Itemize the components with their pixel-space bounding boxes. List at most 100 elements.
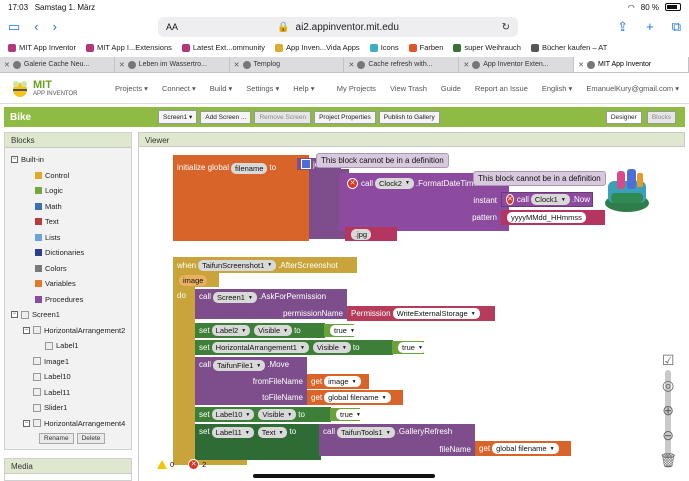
param-image[interactable]: image (179, 274, 208, 286)
get-filename-var[interactable]: global filename▼ (324, 392, 391, 403)
error-icon[interactable]: ✕ (347, 177, 358, 189)
blocks-button[interactable]: Blocks (646, 110, 676, 124)
sidebar-toggle-icon[interactable]: ▭ (8, 19, 21, 34)
when-event-block[interactable]: when TaifunScreenshot1▼ .AfterScreenshot (173, 257, 357, 273)
component-tree-item[interactable]: −Slider1 (11, 400, 131, 416)
rename-button[interactable]: Rename (39, 433, 74, 444)
right-menu-item[interactable]: My Projects (336, 84, 376, 93)
builtin-drawer-item[interactable]: Logic (11, 183, 131, 199)
builtin-drawer-item[interactable]: Colors (11, 261, 131, 277)
menu-item[interactable]: Settings ▾ (246, 84, 280, 93)
bookmark-item[interactable]: Farben (408, 43, 443, 52)
bookmark-item[interactable]: super Weihrauch (453, 43, 521, 52)
component-tree-item[interactable]: −HorizontalArrangement2 (11, 323, 131, 339)
pattern-text-block[interactable]: yyyyMMdd_HHmmss (501, 210, 605, 225)
workspace-scrollbar[interactable] (665, 370, 671, 458)
now-component[interactable]: Clock1▼ (530, 194, 570, 205)
right-menu-item[interactable]: EmanuelKury@gmail.com ▾ (586, 84, 679, 93)
blocks-workspace[interactable]: initialize global filename to join ✕ cal… (138, 147, 685, 481)
right-menu-item[interactable]: View Trash (389, 84, 427, 93)
component-tree-item[interactable]: −HorizontalArrangement4 (11, 416, 131, 432)
collapse-icon[interactable]: − (11, 311, 18, 319)
designer-button[interactable]: Designer (605, 110, 642, 124)
true-value-1[interactable]: true▼ (330, 325, 359, 336)
get-image-var[interactable]: image▼ (324, 376, 361, 387)
delete-button[interactable]: Delete (76, 433, 106, 444)
builtin-row[interactable]: − Built-in (11, 152, 131, 168)
publish-gallery-button[interactable]: Publish to Gallery (378, 110, 440, 124)
bookmark-item[interactable]: Icons (369, 43, 399, 52)
set-label11-text-block[interactable]: set Label11▼ Text▼ to (195, 424, 321, 460)
true-block-2[interactable]: true▼ (392, 341, 427, 354)
screen-select-button[interactable]: Screen1 ▾ (158, 110, 198, 124)
set4-property[interactable]: Text▼ (257, 427, 288, 438)
browser-tab[interactable]: ✕Leben im Wassertro... (115, 57, 230, 72)
set1-component[interactable]: Label2▼ (211, 325, 251, 336)
set4-component[interactable]: Label11▼ (211, 427, 254, 438)
share-icon[interactable]: ⇪ (617, 19, 629, 34)
component-tree-item[interactable]: −Image1 (11, 354, 131, 370)
menu-item[interactable]: Help ▾ (293, 84, 315, 93)
set2-property[interactable]: Visible▼ (312, 342, 351, 353)
zoom-in-icon[interactable]: ⊕ (662, 402, 674, 418)
get-filename-block[interactable]: get global filename▼ (307, 390, 403, 405)
format-datetime-block[interactable]: ✕ call Clock2▼ .FormatDateTime (343, 176, 509, 190)
true-block-1[interactable]: true▼ (324, 324, 359, 337)
builtin-drawer-item[interactable]: Math (11, 199, 131, 215)
jpg-text-block[interactable]: .jpg (345, 227, 397, 241)
component-tree-item[interactable]: −Label11 (11, 385, 131, 401)
reader-options-button[interactable]: AA (166, 22, 179, 32)
right-menu-item[interactable]: Guide (440, 84, 461, 93)
set3-component[interactable]: Label10▼ (211, 409, 255, 420)
menu-item[interactable]: Connect ▾ (161, 84, 196, 93)
ask-component[interactable]: Screen1▼ (213, 292, 257, 303)
global-name-field[interactable]: filename (231, 163, 268, 174)
backpack-icon[interactable] (601, 163, 653, 215)
app-inventor-logo[interactable]: MIT APP INVENTOR (10, 80, 105, 98)
browser-tab[interactable]: ✕Cache refresh with... (344, 57, 460, 72)
set-label2-visible-block[interactable]: set Label2▼ Visible▼ to (195, 323, 325, 338)
forward-icon[interactable]: › (52, 19, 57, 34)
project-properties-button[interactable]: Project Properties (314, 110, 376, 124)
builtin-drawer-item[interactable]: Procedures (11, 292, 131, 308)
set1-property[interactable]: Visible▼ (254, 325, 293, 336)
warning-error-indicator[interactable]: 0 ✕ 2 (157, 459, 206, 470)
browser-tab[interactable]: ✕App Inventor Exten... (459, 57, 575, 72)
set3-property[interactable]: Visible▼ (258, 409, 297, 420)
builtin-drawer-item[interactable]: Lists (11, 230, 131, 246)
right-menu-item[interactable]: English ▾ (541, 84, 573, 93)
close-tab-icon[interactable]: ✕ (463, 61, 470, 69)
jpg-value[interactable]: .jpg (351, 228, 372, 240)
add-screen-button[interactable]: Add Screen ... (200, 110, 252, 124)
true-block-3[interactable]: true▼ (330, 408, 365, 421)
builtin-drawer-item[interactable]: Variables (11, 276, 131, 292)
builtin-drawer-item[interactable]: Control (11, 168, 131, 184)
gallery-get-filename-block[interactable]: get global filename▼ (475, 441, 571, 456)
collapse-icon[interactable]: − (23, 419, 30, 427)
event-component[interactable]: TaifunScreenshot1▼ (198, 259, 277, 271)
reload-icon[interactable]: ↻ (501, 21, 510, 33)
remove-screen-button[interactable]: Remove Screen (254, 110, 312, 124)
component-tree-item[interactable]: −Screen1 (11, 307, 131, 323)
gear-icon[interactable] (301, 159, 311, 169)
url-bar[interactable]: AA 🔒 ai2.appinventor.mit.edu ↻ (158, 17, 518, 37)
browser-tab[interactable]: ✕Galerie Cache Neu... (0, 57, 115, 72)
zoom-out-icon[interactable]: ⊖ (662, 427, 674, 443)
component-tree-item[interactable]: −Label10 (11, 369, 131, 385)
trash-icon[interactable]: 🗑 (659, 452, 677, 468)
bookmark-item[interactable]: MIT App I...Extensions (85, 43, 172, 52)
gallery-component[interactable]: TaifunTools1▼ (337, 427, 395, 438)
init-global-block[interactable]: initialize global filename to (173, 155, 309, 241)
new-tab-icon[interactable]: + (646, 19, 654, 34)
close-tab-icon[interactable]: ✕ (233, 61, 240, 69)
back-icon[interactable]: ‹ (34, 19, 39, 34)
component-tree-item[interactable]: −Label1 (11, 338, 131, 354)
get-image-block[interactable]: get image▼ (307, 374, 369, 389)
close-tab-icon[interactable]: ✕ (4, 61, 10, 69)
pattern-value[interactable]: yyyyMMdd_HHmmss (507, 212, 586, 223)
collapse-icon[interactable]: − (11, 156, 18, 164)
browser-tab[interactable]: ✕Templog (230, 57, 345, 72)
close-tab-icon[interactable]: ✕ (118, 61, 125, 69)
cleanup-icon[interactable]: ☑ (661, 352, 675, 368)
set-label10-visible-block[interactable]: set Label10▼ Visible▼ to (195, 407, 331, 422)
